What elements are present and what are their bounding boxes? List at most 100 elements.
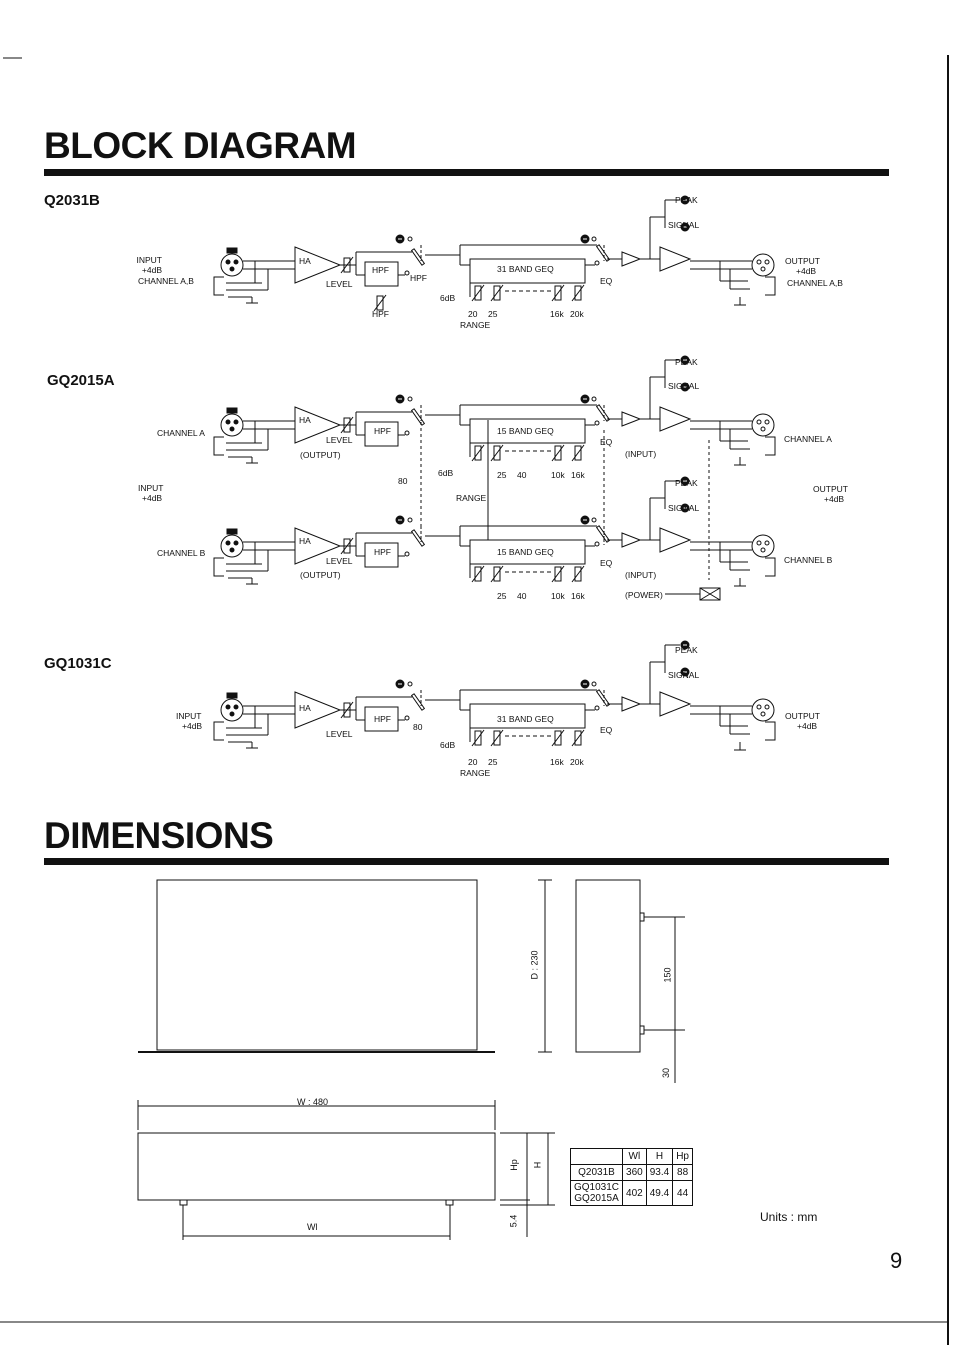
table-cell: Q2031B (569, 1164, 624, 1181)
label: (INPUT) (625, 570, 657, 580)
potentiometer-icon (574, 566, 582, 582)
phone-jack-icon (213, 557, 224, 577)
label: EQ (600, 276, 613, 286)
potentiometer-icon (490, 284, 504, 302)
label: 20k (570, 757, 584, 767)
pin (764, 704, 770, 710)
label: 20 (468, 757, 478, 767)
label: (OUTPUT) (300, 450, 341, 460)
gq2015a-title: GQ2015A (47, 372, 115, 389)
pin (756, 704, 762, 710)
label: RANGE (456, 493, 487, 503)
pin (764, 259, 770, 265)
output-amplifier-icon (659, 691, 692, 717)
xlr-input-icon (220, 534, 244, 558)
switch-contact (407, 517, 413, 523)
pin (760, 426, 766, 432)
potentiometer-icon (554, 730, 562, 746)
pin (233, 704, 239, 710)
table-cell: 93.4 (645, 1164, 674, 1181)
heading-rule (44, 169, 889, 176)
table-row: Q2031B 360 93.4 88 (569, 1164, 693, 1181)
phone-jack-icon (765, 436, 776, 456)
pin (229, 547, 235, 553)
potentiometer-icon (571, 284, 585, 302)
label: LEVEL (326, 279, 353, 289)
label: 80 (398, 476, 408, 486)
switch-contact (591, 517, 597, 523)
potentiometer-icon (493, 445, 501, 461)
switch-contact (404, 715, 410, 721)
switch-icon (410, 529, 426, 547)
label: INPUT (136, 255, 163, 265)
table-cell: 402 (622, 1180, 647, 1206)
label: (INPUT) (625, 449, 657, 459)
switch-contact (407, 236, 413, 242)
potentiometer-icon (574, 730, 582, 746)
table-cell: GQ1031C GQ2015A (569, 1180, 624, 1206)
label: 80 (413, 722, 423, 732)
label: INPUT (138, 483, 164, 493)
label: EQ (600, 437, 613, 447)
label: CHANNEL A (784, 434, 832, 444)
label: HPF (374, 547, 391, 557)
rack-ear (639, 912, 645, 922)
xlr-output-icon (751, 698, 775, 722)
potentiometer-icon (574, 285, 582, 301)
pin (225, 540, 231, 546)
pin (764, 540, 770, 546)
potentiometer-icon (493, 566, 501, 582)
label: HA (299, 415, 311, 425)
pin (764, 419, 770, 425)
label: +4dB (797, 721, 818, 731)
label: HA (299, 256, 311, 266)
potentiometer-icon (474, 566, 482, 582)
switch-icon (410, 693, 426, 711)
label: +4dB (141, 265, 162, 275)
label: (POWER) (625, 590, 663, 600)
label: SIGNAL (668, 503, 700, 513)
potentiometer-icon (554, 445, 562, 461)
table-header: Wl (622, 1148, 647, 1165)
h-label: H (532, 1161, 543, 1169)
switch-contact (404, 270, 410, 276)
label: 6dB (440, 740, 456, 750)
geq-box (469, 418, 586, 444)
label: EQ (600, 558, 613, 568)
potentiometer-icon (474, 285, 482, 301)
potentiometer-icon (493, 730, 501, 746)
table-cell: 88 (672, 1164, 693, 1181)
table-row: GQ1031C GQ2015A 402 49.4 44 (569, 1180, 693, 1206)
label: 15 BAND GEQ (497, 547, 554, 557)
label: 20 (468, 309, 478, 319)
switch-contact (591, 396, 597, 402)
hpf-box (364, 706, 399, 732)
xlr-output-icon (751, 413, 775, 437)
rack-150-label: 150 (662, 967, 673, 983)
pin (756, 540, 762, 546)
label: +4dB (824, 494, 845, 504)
label: HPF (372, 265, 389, 275)
switch-contact (594, 420, 600, 426)
label: (OUTPUT) (300, 570, 341, 580)
label: HPF (372, 309, 389, 319)
ha-amplifier-icon (294, 691, 342, 729)
foot-icon (445, 1199, 454, 1206)
potentiometer-icon (490, 729, 504, 747)
table-header-row: Wl H Hp (569, 1148, 693, 1165)
table-cell: 360 (622, 1164, 647, 1181)
phone-jack-icon (765, 557, 776, 577)
phone-jack-icon (765, 276, 776, 296)
buffer-amplifier-icon (621, 411, 642, 427)
switch-contact (404, 551, 410, 557)
phone-jack-icon (213, 436, 224, 456)
switch-contact (407, 396, 413, 402)
foot-label: 5.4 (508, 1214, 519, 1228)
label: CHANNEL A,B (787, 278, 843, 288)
pin (756, 259, 762, 265)
potentiometer-icon (471, 565, 485, 583)
switch-icon (410, 248, 426, 266)
xlr-input-icon (226, 247, 238, 254)
hpf-box (364, 542, 399, 568)
